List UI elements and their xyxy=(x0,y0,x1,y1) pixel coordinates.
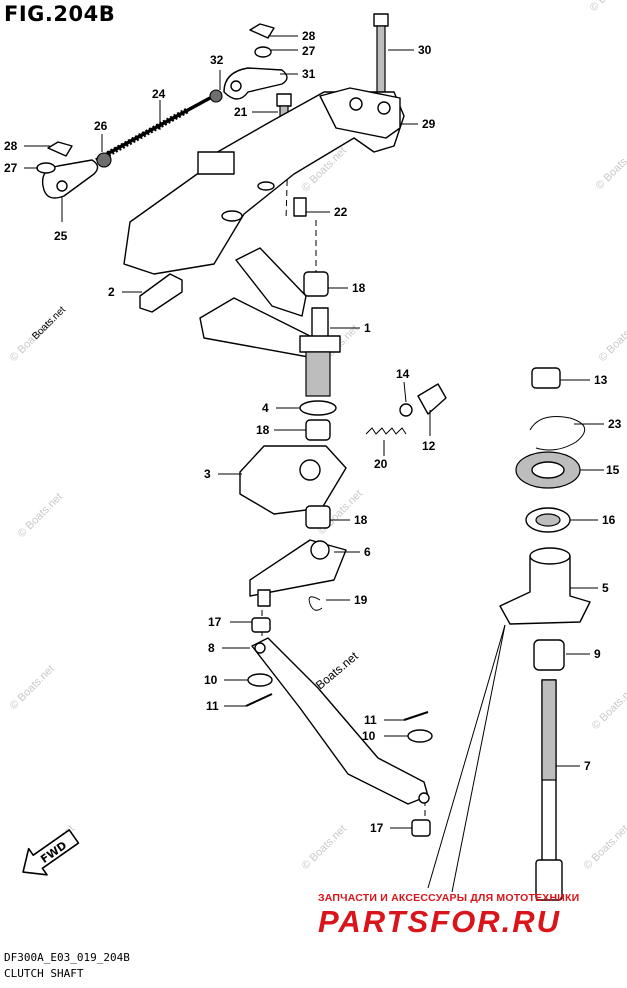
callout-26: 26 xyxy=(94,119,108,133)
callout-7: 7 xyxy=(584,759,591,773)
callout-2: 2 xyxy=(108,285,115,299)
bolt-30 xyxy=(373,13,389,27)
callout-30: 30 xyxy=(418,43,432,57)
cotter-pin-11-left xyxy=(245,693,273,707)
nut-26 xyxy=(96,152,112,168)
callout-15: 15 xyxy=(606,463,620,477)
bushing-18-middle xyxy=(305,419,331,441)
bushing-18-upper xyxy=(303,271,329,297)
callout-23: 23 xyxy=(608,417,622,431)
callout-5: 5 xyxy=(602,581,609,595)
cotter-pin-11-right xyxy=(403,711,429,721)
sleeve-12 xyxy=(417,383,447,415)
callout-8: 8 xyxy=(208,641,215,655)
callout-numbers: 28 27 32 31 30 24 21 29 28 26 27 25 22 1… xyxy=(4,29,622,835)
callout-29: 29 xyxy=(422,117,436,131)
callout-24: 24 xyxy=(152,87,166,101)
callout-28-left: 28 xyxy=(4,139,18,153)
callout-28: 28 xyxy=(302,29,316,43)
housing-3 xyxy=(239,445,347,515)
nut-32 xyxy=(209,89,223,103)
figure-code: DF300A_E03_019_204B xyxy=(4,951,130,964)
snap-ring-23 xyxy=(529,416,586,451)
watermark-boats: © Boats.net xyxy=(597,315,627,364)
callout-20: 20 xyxy=(374,457,388,471)
callout-17-upper: 17 xyxy=(208,615,222,629)
callout-32: 32 xyxy=(210,53,224,67)
holder-5 xyxy=(499,555,591,625)
bushing-9 xyxy=(533,639,565,671)
plug-13 xyxy=(531,367,561,389)
figure-title: FIG.204B xyxy=(4,2,116,26)
watermark-boats: Boats.net xyxy=(313,649,361,693)
bolt-21 xyxy=(276,93,292,107)
watermark-boats: © Boats.net xyxy=(588,0,627,14)
callout-6: 6 xyxy=(364,545,371,559)
watermark-boats: © Boats.net xyxy=(590,683,627,732)
washer-27-left xyxy=(36,162,56,174)
callout-18-upper: 18 xyxy=(352,281,366,295)
callout-25: 25 xyxy=(54,229,68,243)
spring-20 xyxy=(365,427,407,435)
washer-10-right xyxy=(407,729,433,743)
watermark-boats: © Boats.net xyxy=(594,143,627,192)
callout-10-right: 10 xyxy=(362,729,376,743)
callout-17-lower: 17 xyxy=(370,821,384,835)
parts xyxy=(36,13,591,901)
callout-21: 21 xyxy=(234,105,248,119)
circlip-19 xyxy=(308,596,323,611)
washer-4 xyxy=(299,400,337,416)
callout-27: 27 xyxy=(302,44,316,58)
watermark-tagline: ЗАПЧАСТИ И АКСЕССУАРЫ ДЛЯ МОТОТЕХНИКИ xyxy=(318,892,580,904)
callout-11-right: 11 xyxy=(364,713,377,727)
callout-10-left: 10 xyxy=(204,673,218,687)
callout-9: 9 xyxy=(594,647,601,661)
link-8 xyxy=(251,637,429,805)
bushing-17-upper xyxy=(251,617,271,633)
watermark-brand: PARTSFOR.RU xyxy=(318,904,562,939)
lever-6 xyxy=(249,539,347,597)
callout-11-left: 11 xyxy=(206,699,219,713)
callout-12: 12 xyxy=(422,439,436,453)
watermark-boats: © Boats.net xyxy=(8,663,57,712)
bushing-18-lower xyxy=(305,505,331,529)
callout-18-lower: 18 xyxy=(354,513,368,527)
callout-27-left: 27 xyxy=(4,161,18,175)
callout-31: 31 xyxy=(302,67,316,81)
callout-22: 22 xyxy=(334,205,348,219)
callout-19: 19 xyxy=(354,593,368,607)
callout-3: 3 xyxy=(204,467,211,481)
callout-1: 1 xyxy=(364,321,371,335)
clip-28-left xyxy=(47,141,73,157)
washer-10-left xyxy=(247,673,273,687)
figure-name: CLUTCH SHAFT xyxy=(4,967,84,980)
rod-24 xyxy=(95,96,211,162)
watermark-boats: © Boats.net xyxy=(16,491,65,540)
callout-13: 13 xyxy=(594,373,608,387)
washer-27-top xyxy=(254,46,272,58)
bushing-17-lower xyxy=(411,819,431,837)
callout-18-middle: 18 xyxy=(256,423,270,437)
watermark-boats: Boats.net xyxy=(30,304,68,342)
leader-lines xyxy=(24,35,604,829)
watermark-boats: © Boats.net xyxy=(300,823,349,872)
clip-2 xyxy=(139,273,183,313)
ball-14 xyxy=(399,403,413,417)
watermark-boats: © Boats.net xyxy=(582,823,627,872)
callout-14: 14 xyxy=(396,367,410,381)
screw-22 xyxy=(293,197,307,217)
clip-28-top xyxy=(249,23,275,39)
callout-4: 4 xyxy=(262,401,269,415)
callout-16: 16 xyxy=(602,513,616,527)
rod-end-31 xyxy=(223,67,288,100)
